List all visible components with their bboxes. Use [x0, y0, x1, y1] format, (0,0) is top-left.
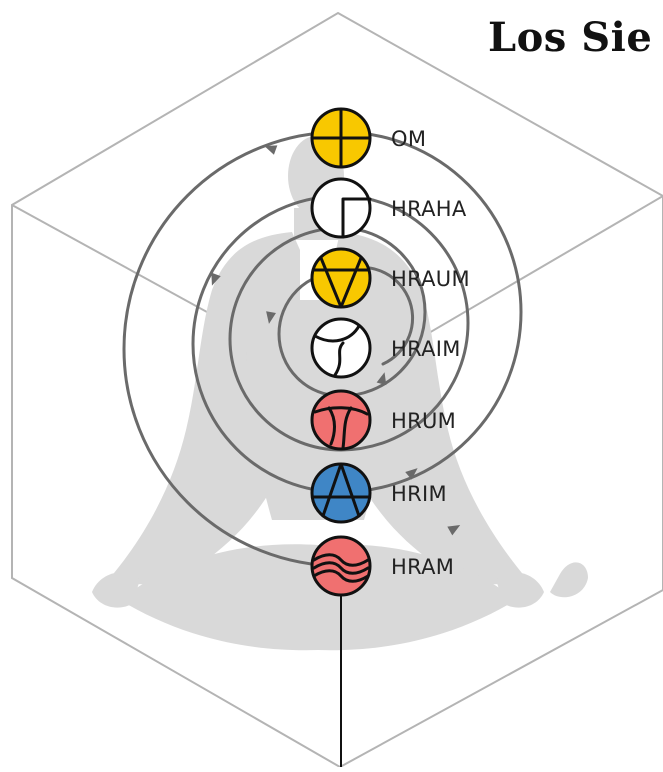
- chakra-label: HRAM: [391, 555, 454, 579]
- chakra-label: OM: [391, 127, 426, 151]
- chakra-hraha: HRAHA: [312, 179, 467, 237]
- chakra-om: OM: [312, 109, 426, 167]
- chakra-label: HRAIM: [391, 337, 461, 361]
- circle-square-corner-icon: [312, 179, 370, 237]
- circle-leaf-icon: [312, 391, 370, 449]
- chakra-label: HRUM: [391, 409, 456, 433]
- chakra-label: HRIM: [391, 482, 447, 506]
- chakra-label: HRAUM: [391, 267, 470, 291]
- circle-upward-triangle-icon: [312, 464, 370, 522]
- chakra-label: HRAHA: [391, 197, 467, 221]
- page-title: Los Sie: [488, 14, 652, 61]
